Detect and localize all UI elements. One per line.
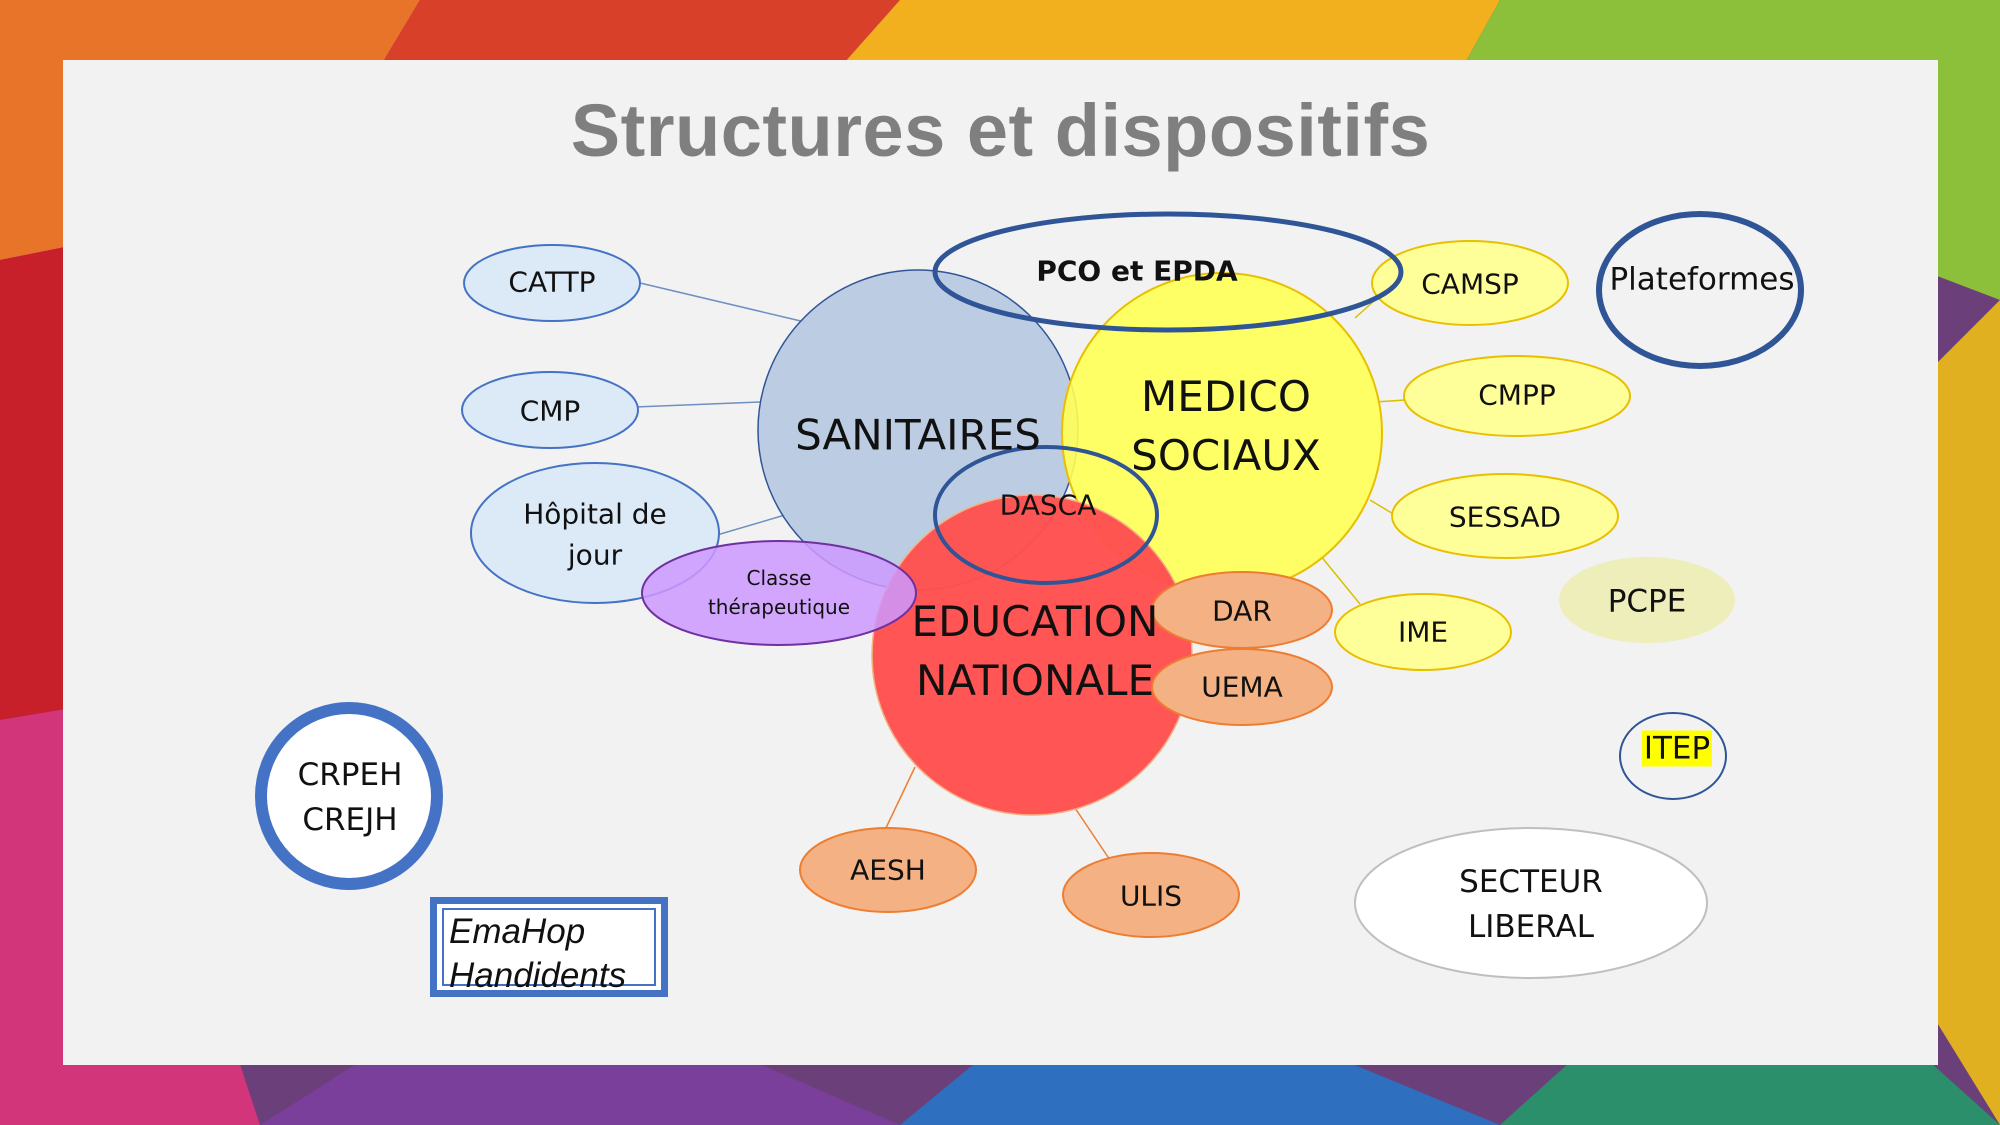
- pcpe-ellipse: [1559, 557, 1735, 643]
- emahop-handidents-label: EmaHop Handidents: [449, 912, 627, 995]
- classe-therapeutique-ellipse: [641, 540, 917, 646]
- sessad-ellipse: [1391, 473, 1619, 559]
- camsp-label: CAMSP: [1421, 267, 1519, 301]
- education-nationale-label: EDUCATION NATIONALE: [911, 597, 1159, 705]
- ulis-ellipse: [1062, 852, 1240, 938]
- classe-therapeutique-label: Classe thérapeutique: [707, 566, 851, 619]
- cmp-ellipse: [461, 371, 639, 449]
- sanitaires-label: SANITAIRES: [795, 410, 1041, 460]
- plateformes-label: Plateformes: [1609, 261, 1795, 298]
- dar-label: DAR: [1212, 594, 1272, 628]
- uema-ellipse: [1151, 648, 1333, 726]
- pco-epda-ellipse: [932, 211, 1404, 333]
- pcpe-label: PCPE: [1607, 583, 1687, 620]
- itep-label: ITEP: [1641, 730, 1713, 767]
- medico-sociaux-label: MEDICO SOCIAUX: [1131, 372, 1321, 480]
- cattp-label: CATTP: [508, 265, 596, 299]
- plateformes-ellipse: [1596, 211, 1804, 369]
- hopital-de-jour-ellipse: [470, 462, 720, 604]
- pco-epda-label: PCO et EPDA: [1036, 254, 1238, 288]
- sessad-label: SESSAD: [1448, 500, 1562, 534]
- crpeh-crejh-label: CRPEH CREJH: [297, 757, 403, 838]
- crpeh-crejh-ring: [255, 702, 443, 890]
- aesh-label: AESH: [850, 853, 926, 887]
- emahop-handidents-box: EmaHop Handidents: [430, 897, 668, 997]
- cmpp-label: CMPP: [1478, 378, 1556, 412]
- dasca-ellipse: [933, 445, 1159, 585]
- cmpp-ellipse: [1403, 355, 1631, 437]
- cmp-label: CMP: [519, 394, 581, 428]
- ulis-label: ULIS: [1119, 879, 1183, 913]
- camsp-ellipse: [1371, 240, 1569, 326]
- itep-ellipse: [1619, 712, 1727, 800]
- secteur-liberal-label: SECTEUR LIBERAL: [1459, 864, 1603, 945]
- dasca-label: DASCA: [999, 488, 1097, 522]
- secteur-liberal-ellipse: [1354, 827, 1708, 979]
- uema-label: UEMA: [1201, 670, 1283, 704]
- hopital-de-jour-label: Hôpital de jour: [523, 497, 667, 571]
- cattp-ellipse: [463, 244, 641, 322]
- slide-title: Structures et dispositifs: [570, 89, 1431, 172]
- ime-ellipse: [1334, 593, 1512, 671]
- ime-label: IME: [1397, 615, 1449, 649]
- emahop-inner-border: [442, 908, 656, 986]
- aesh-ellipse: [799, 827, 977, 913]
